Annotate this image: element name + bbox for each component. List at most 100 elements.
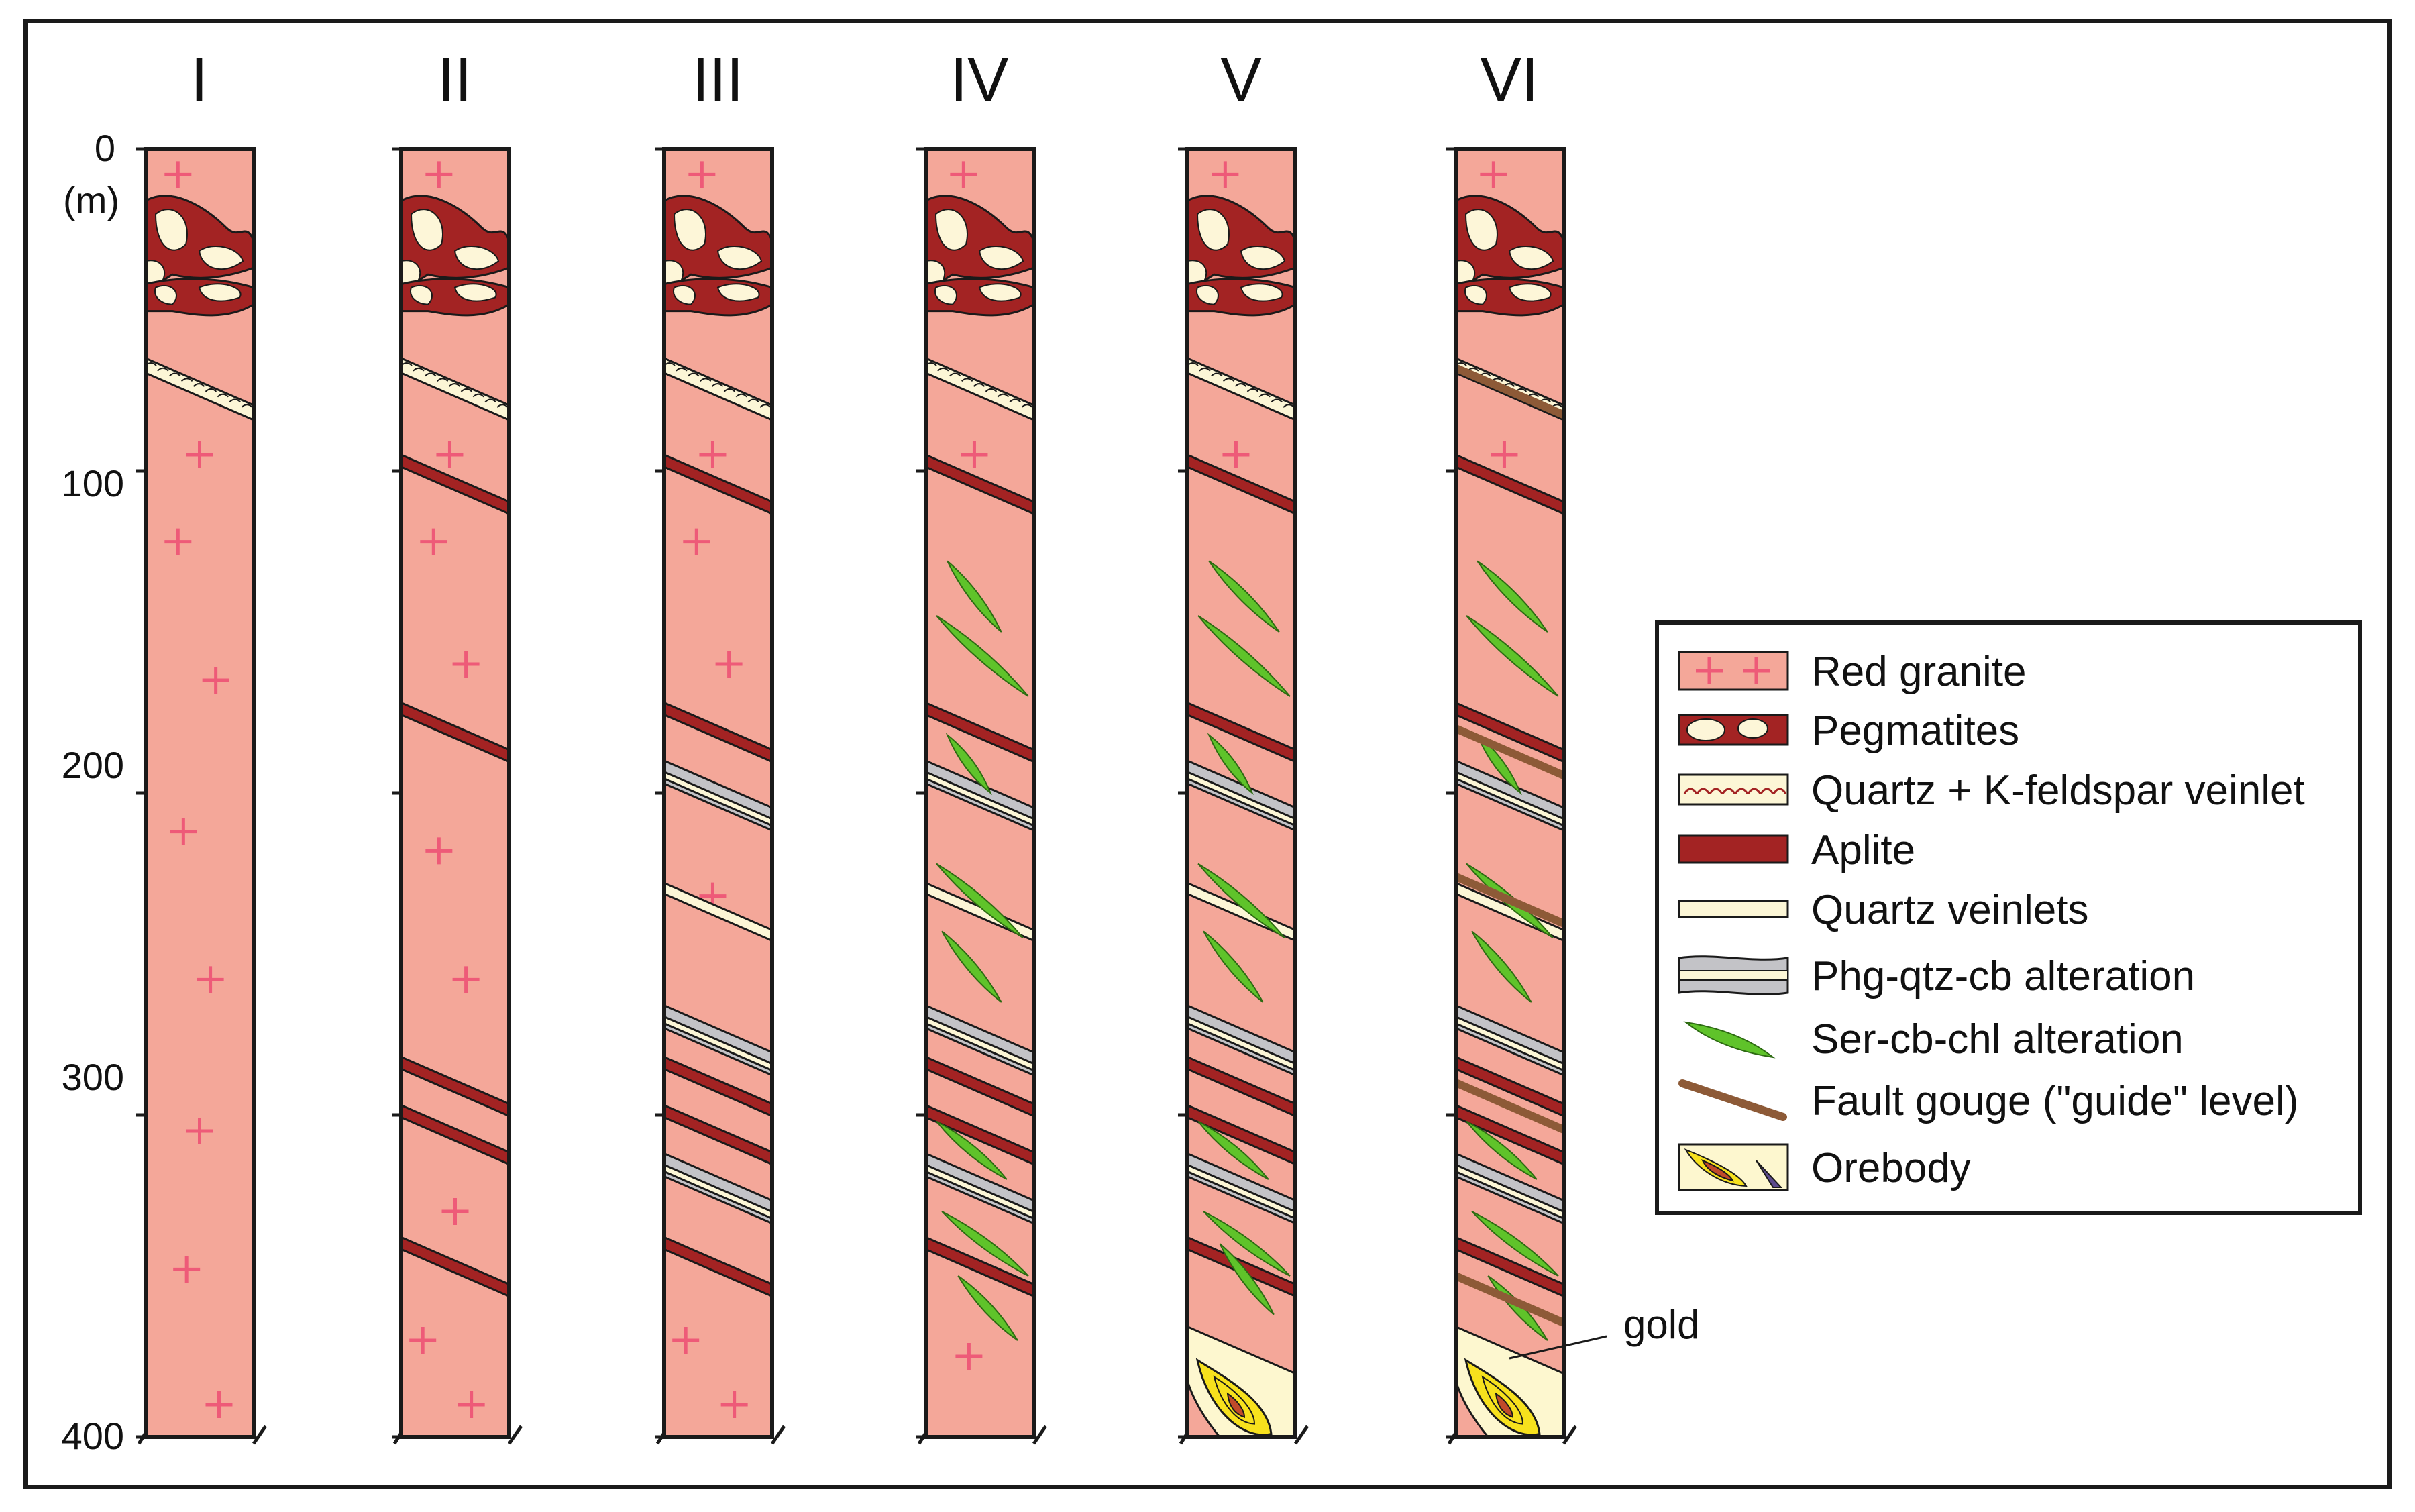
granite-cross bbox=[950, 161, 977, 188]
aplite-band bbox=[926, 1103, 1034, 1166]
granite-cross bbox=[170, 818, 197, 845]
granite-cross bbox=[436, 441, 464, 468]
fault-gouge bbox=[1456, 1079, 1564, 1134]
qkf-veinlet-swatch bbox=[1678, 773, 1789, 806]
aplite-band bbox=[401, 1055, 509, 1118]
granite-cross bbox=[1480, 161, 1507, 188]
qkf-texture bbox=[1683, 788, 1787, 794]
granite-cross bbox=[425, 837, 453, 865]
pegmatite-clast bbox=[154, 209, 188, 251]
pegmatite-clast bbox=[154, 284, 177, 305]
ser-alteration-lens bbox=[1197, 863, 1285, 938]
depth-tick-200: 200 bbox=[62, 744, 124, 786]
ser-alteration-lens bbox=[1207, 733, 1254, 796]
ser-alteration-lens bbox=[1475, 733, 1523, 796]
depth-tick-300: 300 bbox=[62, 1056, 124, 1098]
column-break bbox=[137, 1425, 268, 1445]
aplite-band bbox=[401, 453, 509, 515]
column-V bbox=[1178, 147, 1309, 1445]
depth-unit: (m) bbox=[63, 179, 119, 221]
pegmatite-clast bbox=[453, 283, 497, 302]
granite-cross bbox=[186, 441, 213, 468]
ser-alteration-lens bbox=[941, 1211, 1029, 1277]
column-label-II: II bbox=[437, 46, 472, 114]
granite-cross bbox=[186, 1118, 213, 1144]
red-granite-body bbox=[146, 149, 254, 1437]
orebody-core bbox=[1226, 1392, 1246, 1418]
figure-frame bbox=[23, 19, 2392, 1489]
granite-cross bbox=[1222, 441, 1250, 468]
granite-cross bbox=[202, 667, 229, 694]
aplite-band bbox=[926, 701, 1034, 763]
orebody-vein bbox=[1529, 1468, 1564, 1501]
qkf-texture bbox=[664, 362, 771, 408]
gold-annotation: gold bbox=[1623, 1302, 1699, 1347]
fault-swatch-line bbox=[1678, 1079, 1787, 1121]
column-break bbox=[917, 1425, 1048, 1445]
quartz-veinlet bbox=[664, 881, 772, 942]
ser-alteration-lens bbox=[1477, 560, 1548, 633]
legend-label: Quartz + K-feldspar veinlet bbox=[1811, 767, 2305, 814]
qkf-texture bbox=[926, 362, 1033, 408]
phg-alteration-vein bbox=[926, 1015, 1034, 1072]
pegmatite-clast bbox=[716, 246, 763, 270]
pegmatite-clast bbox=[934, 284, 957, 305]
aplite-band bbox=[1187, 453, 1295, 515]
fault-gouge bbox=[1456, 872, 1564, 928]
phg-alteration-vein bbox=[1187, 1015, 1295, 1072]
ser-alteration-lens bbox=[957, 1275, 1018, 1341]
ser-alteration-lens bbox=[1203, 1211, 1291, 1277]
aplite-band bbox=[1456, 1103, 1564, 1166]
granite-cross bbox=[688, 161, 716, 188]
pegmatite-clast bbox=[1737, 718, 1768, 739]
ser-alteration-lens bbox=[1197, 1120, 1269, 1180]
column-break bbox=[655, 1425, 786, 1445]
granite-cross bbox=[420, 528, 447, 555]
column-I bbox=[136, 147, 268, 1445]
granite-cross bbox=[672, 1327, 700, 1354]
legend-label: Fault gouge ("guide" level) bbox=[1811, 1078, 2298, 1124]
ser-alteration-lens bbox=[1471, 930, 1532, 1003]
quartz-swatch-fill bbox=[1678, 900, 1789, 918]
orebody-swatch-core bbox=[1701, 1159, 1734, 1182]
granite-cross bbox=[205, 1391, 233, 1418]
granite-cross bbox=[1491, 441, 1518, 468]
aplite-band bbox=[1187, 1103, 1295, 1166]
column-VI bbox=[1446, 147, 1578, 1501]
ser-alteration-lens bbox=[936, 863, 1024, 938]
orebody-swatch-vein bbox=[1756, 1160, 1783, 1188]
pegmatite-clast bbox=[1508, 283, 1552, 302]
legend-label: Red granite bbox=[1811, 649, 2027, 695]
depth-tick-100: 100 bbox=[62, 462, 124, 504]
aplite-band bbox=[401, 1103, 509, 1166]
column-label-IV: IV bbox=[951, 46, 1009, 114]
ser-swatch-lens bbox=[1683, 1021, 1776, 1059]
aplite-band bbox=[1456, 701, 1564, 763]
legend-label: Pegmatites bbox=[1811, 708, 2019, 754]
aplite-swatch bbox=[1678, 834, 1789, 864]
pegmatite-clast bbox=[1196, 284, 1219, 305]
aplite-band bbox=[401, 1236, 509, 1298]
aplite-band bbox=[664, 1103, 772, 1166]
phg-alteration-vein bbox=[926, 771, 1034, 827]
granite-cross bbox=[1743, 657, 1770, 684]
legend-label: Phg-qtz-cb alteration bbox=[1811, 953, 2195, 1000]
depth-tick-400: 400 bbox=[62, 1415, 124, 1457]
orebody-halo bbox=[1456, 1325, 1564, 1437]
pegmatite-clast bbox=[673, 209, 706, 251]
pegmatite-clast bbox=[934, 209, 968, 251]
ser-alteration-lens bbox=[936, 1120, 1008, 1180]
granite-swatch bbox=[1678, 651, 1789, 691]
column-label-VI: VI bbox=[1481, 46, 1539, 114]
phg-swatch-vein bbox=[1678, 970, 1788, 981]
pegmatite-clast bbox=[978, 283, 1022, 302]
orebody-core bbox=[1495, 1392, 1514, 1418]
pegmatite-swatch bbox=[1678, 714, 1789, 746]
pegmatite-clast bbox=[978, 246, 1024, 270]
granite-cross bbox=[699, 441, 727, 468]
granite-swatch-fill bbox=[1678, 651, 1789, 691]
aplite-band bbox=[664, 701, 772, 763]
aplite-band bbox=[664, 1236, 772, 1298]
